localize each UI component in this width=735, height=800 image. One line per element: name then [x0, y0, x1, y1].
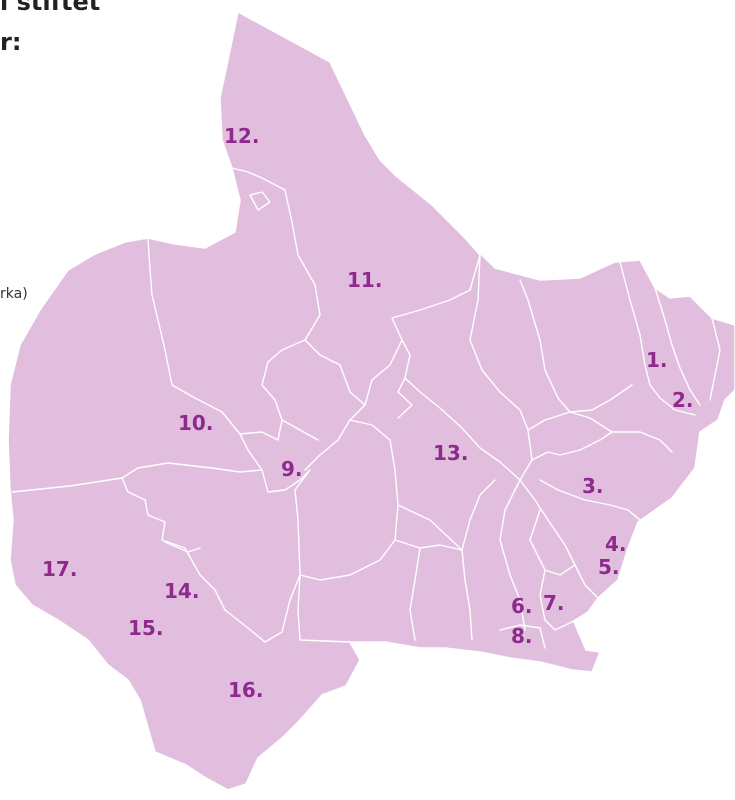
region-label-5: 5.: [598, 555, 620, 579]
parish-borders: [11, 167, 721, 649]
region-label-17: 17.: [42, 557, 77, 581]
region-label-8: 8.: [511, 624, 533, 648]
region-label-7: 7.: [543, 591, 565, 615]
parish-labels: 1. 2. 3. 4. 5. 6. 7. 8. 9. 10. 11. 12. 1…: [42, 124, 694, 702]
region-label-1: 1.: [646, 348, 668, 372]
region-label-3: 3.: [582, 474, 604, 498]
map-heading-line-2: r:: [0, 28, 22, 56]
map-heading-line-1: i stiftet: [0, 0, 101, 16]
region-label-14: 14.: [164, 579, 199, 603]
region-label-16: 16.: [228, 678, 263, 702]
region-label-12: 12.: [224, 124, 259, 148]
region-label-6: 6.: [511, 594, 533, 618]
region-label-11: 11.: [347, 268, 382, 292]
side-note-text: rka): [0, 286, 28, 302]
region-label-4: 4.: [605, 532, 627, 556]
region-label-9: 9.: [281, 457, 303, 481]
region-label-13: 13.: [433, 441, 468, 465]
region-label-10: 10.: [178, 411, 213, 435]
map-outline: [7, 11, 735, 791]
region-label-2: 2.: [672, 388, 694, 412]
region-label-15: 15.: [128, 616, 163, 640]
